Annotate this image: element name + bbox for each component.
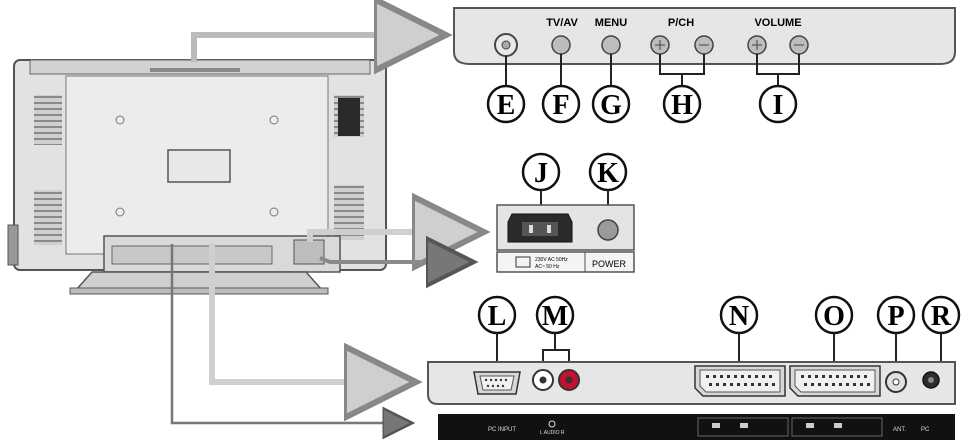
- callout-J: J: [521, 152, 561, 192]
- scart-pin: [804, 383, 807, 386]
- callout-I: I: [758, 84, 798, 124]
- power-panel: J K 230V AC 50Hz AC~ 50 Hz POWER: [496, 152, 635, 273]
- scart-pin: [829, 375, 832, 378]
- callout-H: H: [662, 84, 702, 124]
- scart-pin: [755, 375, 758, 378]
- callout-R: R: [921, 295, 961, 335]
- scart-pin: [846, 383, 849, 386]
- scart-pin: [734, 375, 737, 378]
- scart-pin: [811, 383, 814, 386]
- callout-N: N: [719, 295, 759, 335]
- svg-text:E: E: [497, 90, 516, 121]
- scart-pin: [709, 383, 712, 386]
- svg-text:M: M: [542, 301, 568, 332]
- svg-text:L: L: [488, 301, 507, 332]
- connector-panel: L M N O P R: [427, 295, 961, 405]
- label-pc-input: PC INPUT: [488, 427, 516, 433]
- svg-text:K: K: [597, 158, 619, 189]
- svg-text:N: N: [729, 301, 749, 332]
- vent-left-top: [34, 95, 62, 145]
- scart-pin: [765, 383, 768, 386]
- scart-pin: [818, 383, 821, 386]
- svg-text:R: R: [931, 301, 952, 332]
- power-label: POWER: [592, 259, 627, 269]
- scart-pin: [727, 375, 730, 378]
- scart-pin: [713, 375, 716, 378]
- scart-pin: [836, 375, 839, 378]
- label-pc: PC: [921, 427, 930, 433]
- callout-G: G: [591, 84, 631, 124]
- rating-line2: AC~ 50 Hz: [535, 264, 560, 270]
- scart-pin: [808, 375, 811, 378]
- scart-pin: [815, 375, 818, 378]
- power-jack-k[interactable]: [597, 219, 619, 241]
- tvav-button[interactable]: [551, 35, 571, 55]
- callout-P: P: [876, 295, 916, 335]
- svg-text:F: F: [552, 90, 569, 121]
- callout-M: M: [535, 295, 575, 335]
- scart-pin: [857, 375, 860, 378]
- scart-pin: [860, 383, 863, 386]
- callout-L: L: [477, 295, 517, 335]
- callout-E: E: [486, 84, 526, 124]
- scart-pin: [853, 383, 856, 386]
- vent-left-bottom: [34, 190, 62, 245]
- scart-pin: [832, 383, 835, 386]
- scart-pin: [741, 375, 744, 378]
- label-volume: VOLUME: [754, 17, 801, 29]
- scart-pin: [850, 375, 853, 378]
- label-menu: MENU: [595, 17, 627, 29]
- top-leaders: [505, 54, 800, 86]
- scart-pin: [843, 375, 846, 378]
- svg-text:O: O: [823, 301, 845, 332]
- scart-pin: [867, 383, 870, 386]
- label-audio: L AUDIO R: [540, 430, 565, 436]
- scart-pin: [737, 383, 740, 386]
- scart-pin: [801, 375, 804, 378]
- svg-text:G: G: [600, 90, 622, 121]
- arrows: [170, 35, 478, 423]
- svg-text:H: H: [671, 90, 693, 121]
- menu-button[interactable]: [601, 35, 621, 55]
- scart-pin: [864, 375, 867, 378]
- scart-pin: [751, 383, 754, 386]
- rating-line1: 230V AC 50Hz: [535, 257, 568, 263]
- scart-pin: [825, 383, 828, 386]
- svg-text:P: P: [887, 301, 904, 332]
- callout-K: K: [588, 152, 628, 192]
- bottom-label-strip: PC INPUT L AUDIO R ANT. PC: [438, 414, 955, 440]
- speaker-block: [338, 98, 360, 136]
- callouts-top: E F G H I: [486, 84, 798, 124]
- svg-text:J: J: [534, 158, 548, 189]
- callout-O: O: [814, 295, 854, 335]
- scart-pin: [772, 383, 775, 386]
- scart-pin: [839, 383, 842, 386]
- scart-pin: [723, 383, 726, 386]
- scart-pin: [730, 383, 733, 386]
- scart-pin: [758, 383, 761, 386]
- tv-back: [7, 59, 387, 295]
- scart-pin: [769, 375, 772, 378]
- label-ant: ANT.: [893, 427, 906, 433]
- scart-pin: [822, 375, 825, 378]
- scart-pin: [720, 375, 723, 378]
- scart-pin: [706, 375, 709, 378]
- label-pch: P/CH: [668, 17, 694, 29]
- svg-text:I: I: [773, 90, 784, 121]
- scart-pin: [762, 375, 765, 378]
- label-tvav: TV/AV: [546, 17, 578, 29]
- top-control-panel: TV/AV MENU P/CH VOLUME: [453, 7, 956, 65]
- scart-pin: [716, 383, 719, 386]
- scart-pin: [748, 375, 751, 378]
- callout-F: F: [541, 84, 581, 124]
- scart-pin: [744, 383, 747, 386]
